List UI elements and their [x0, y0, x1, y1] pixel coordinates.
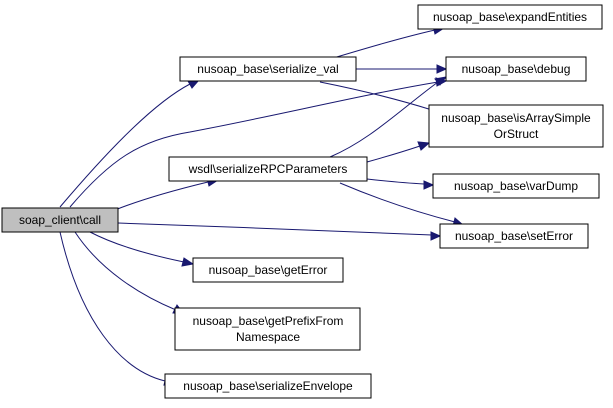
edge-call-to-serialize-envelope	[59, 231, 166, 382]
arrowhead	[430, 231, 442, 241]
node-get-prefix-from-namespace[interactable]: nusoap_base\getPrefixFrom Namespace	[174, 307, 361, 351]
node-expand-entities[interactable]: nusoap_base\expandEntities	[417, 4, 603, 30]
node-box	[168, 156, 368, 182]
node-debug[interactable]: nusoap_base\debug	[445, 56, 587, 82]
node-label: nusoap_base\setError	[455, 229, 573, 243]
edge-serialize-rpc-to-is-array	[366, 145, 421, 163]
node-label: wsdl\serializeRPCParameters	[188, 162, 348, 176]
node-box	[417, 4, 603, 30]
node-root[interactable]: soap_client\call	[1, 207, 119, 233]
node-var-dump[interactable]: nusoap_base\varDump	[432, 173, 600, 199]
node-serialize-envelope[interactable]: nusoap_base\serializeEnvelope	[164, 373, 372, 399]
node-label: nusoap_base\debug	[462, 62, 571, 76]
node-serialize-val[interactable]: nusoap_base\serialize_val	[179, 56, 357, 82]
node-box	[179, 56, 357, 82]
node-label-line1: nusoap_base\isArraySimple	[441, 111, 591, 125]
edge-serialize-rpc-to-set-error	[339, 182, 456, 223]
edge-serialize-rpc-to-var-dump	[366, 178, 425, 185]
arrowhead	[423, 180, 435, 190]
node-label: nusoap_base\expandEntities	[433, 10, 587, 24]
node-label-line1: nusoap_base\getPrefixFrom	[193, 314, 344, 328]
arrowhead	[436, 64, 448, 74]
node-label-line2: OrStruct	[494, 127, 539, 141]
node-set-error[interactable]: nusoap_base\setError	[439, 223, 589, 249]
node-serialize-rpc-parameters[interactable]: wsdl\serializeRPCParameters	[168, 156, 368, 182]
node-box	[192, 257, 344, 283]
edge-call-to-serialize-rpc	[114, 181, 209, 211]
node-label: nusoap_base\varDump	[454, 179, 578, 193]
node-box	[428, 104, 604, 148]
edge-serialize-val-to-is-array	[319, 81, 433, 111]
node-box	[164, 373, 372, 399]
node-label-line2: Namespace	[236, 330, 300, 344]
edge-call-to-get-error	[89, 231, 185, 263]
edge-call-to-debug	[69, 81, 439, 208]
edge-call-to-serialize-val	[59, 83, 191, 208]
arrowhead	[181, 257, 195, 267]
node-box	[1, 207, 119, 233]
arrowhead	[434, 76, 448, 86]
node-is-array-simple-or-struct[interactable]: nusoap_base\isArraySimple OrStruct	[428, 104, 604, 148]
edge-call-to-get-prefix	[74, 231, 177, 311]
edge-call-to-set-error	[117, 222, 433, 236]
edge-serialize-rpc-to-debug	[329, 81, 439, 158]
node-box	[445, 56, 587, 82]
node-box	[432, 173, 600, 199]
node-get-error[interactable]: nusoap_base\getError	[192, 257, 344, 283]
node-label: nusoap_base\serializeEnvelope	[183, 379, 353, 393]
arrowhead	[417, 141, 431, 151]
node-label: nusoap_base\getError	[209, 263, 328, 277]
node-box	[439, 223, 589, 249]
node-label: nusoap_base\serialize_val	[197, 62, 338, 76]
node-box	[174, 307, 361, 351]
node-label: soap_client\call	[19, 213, 101, 227]
edges	[59, 25, 465, 386]
